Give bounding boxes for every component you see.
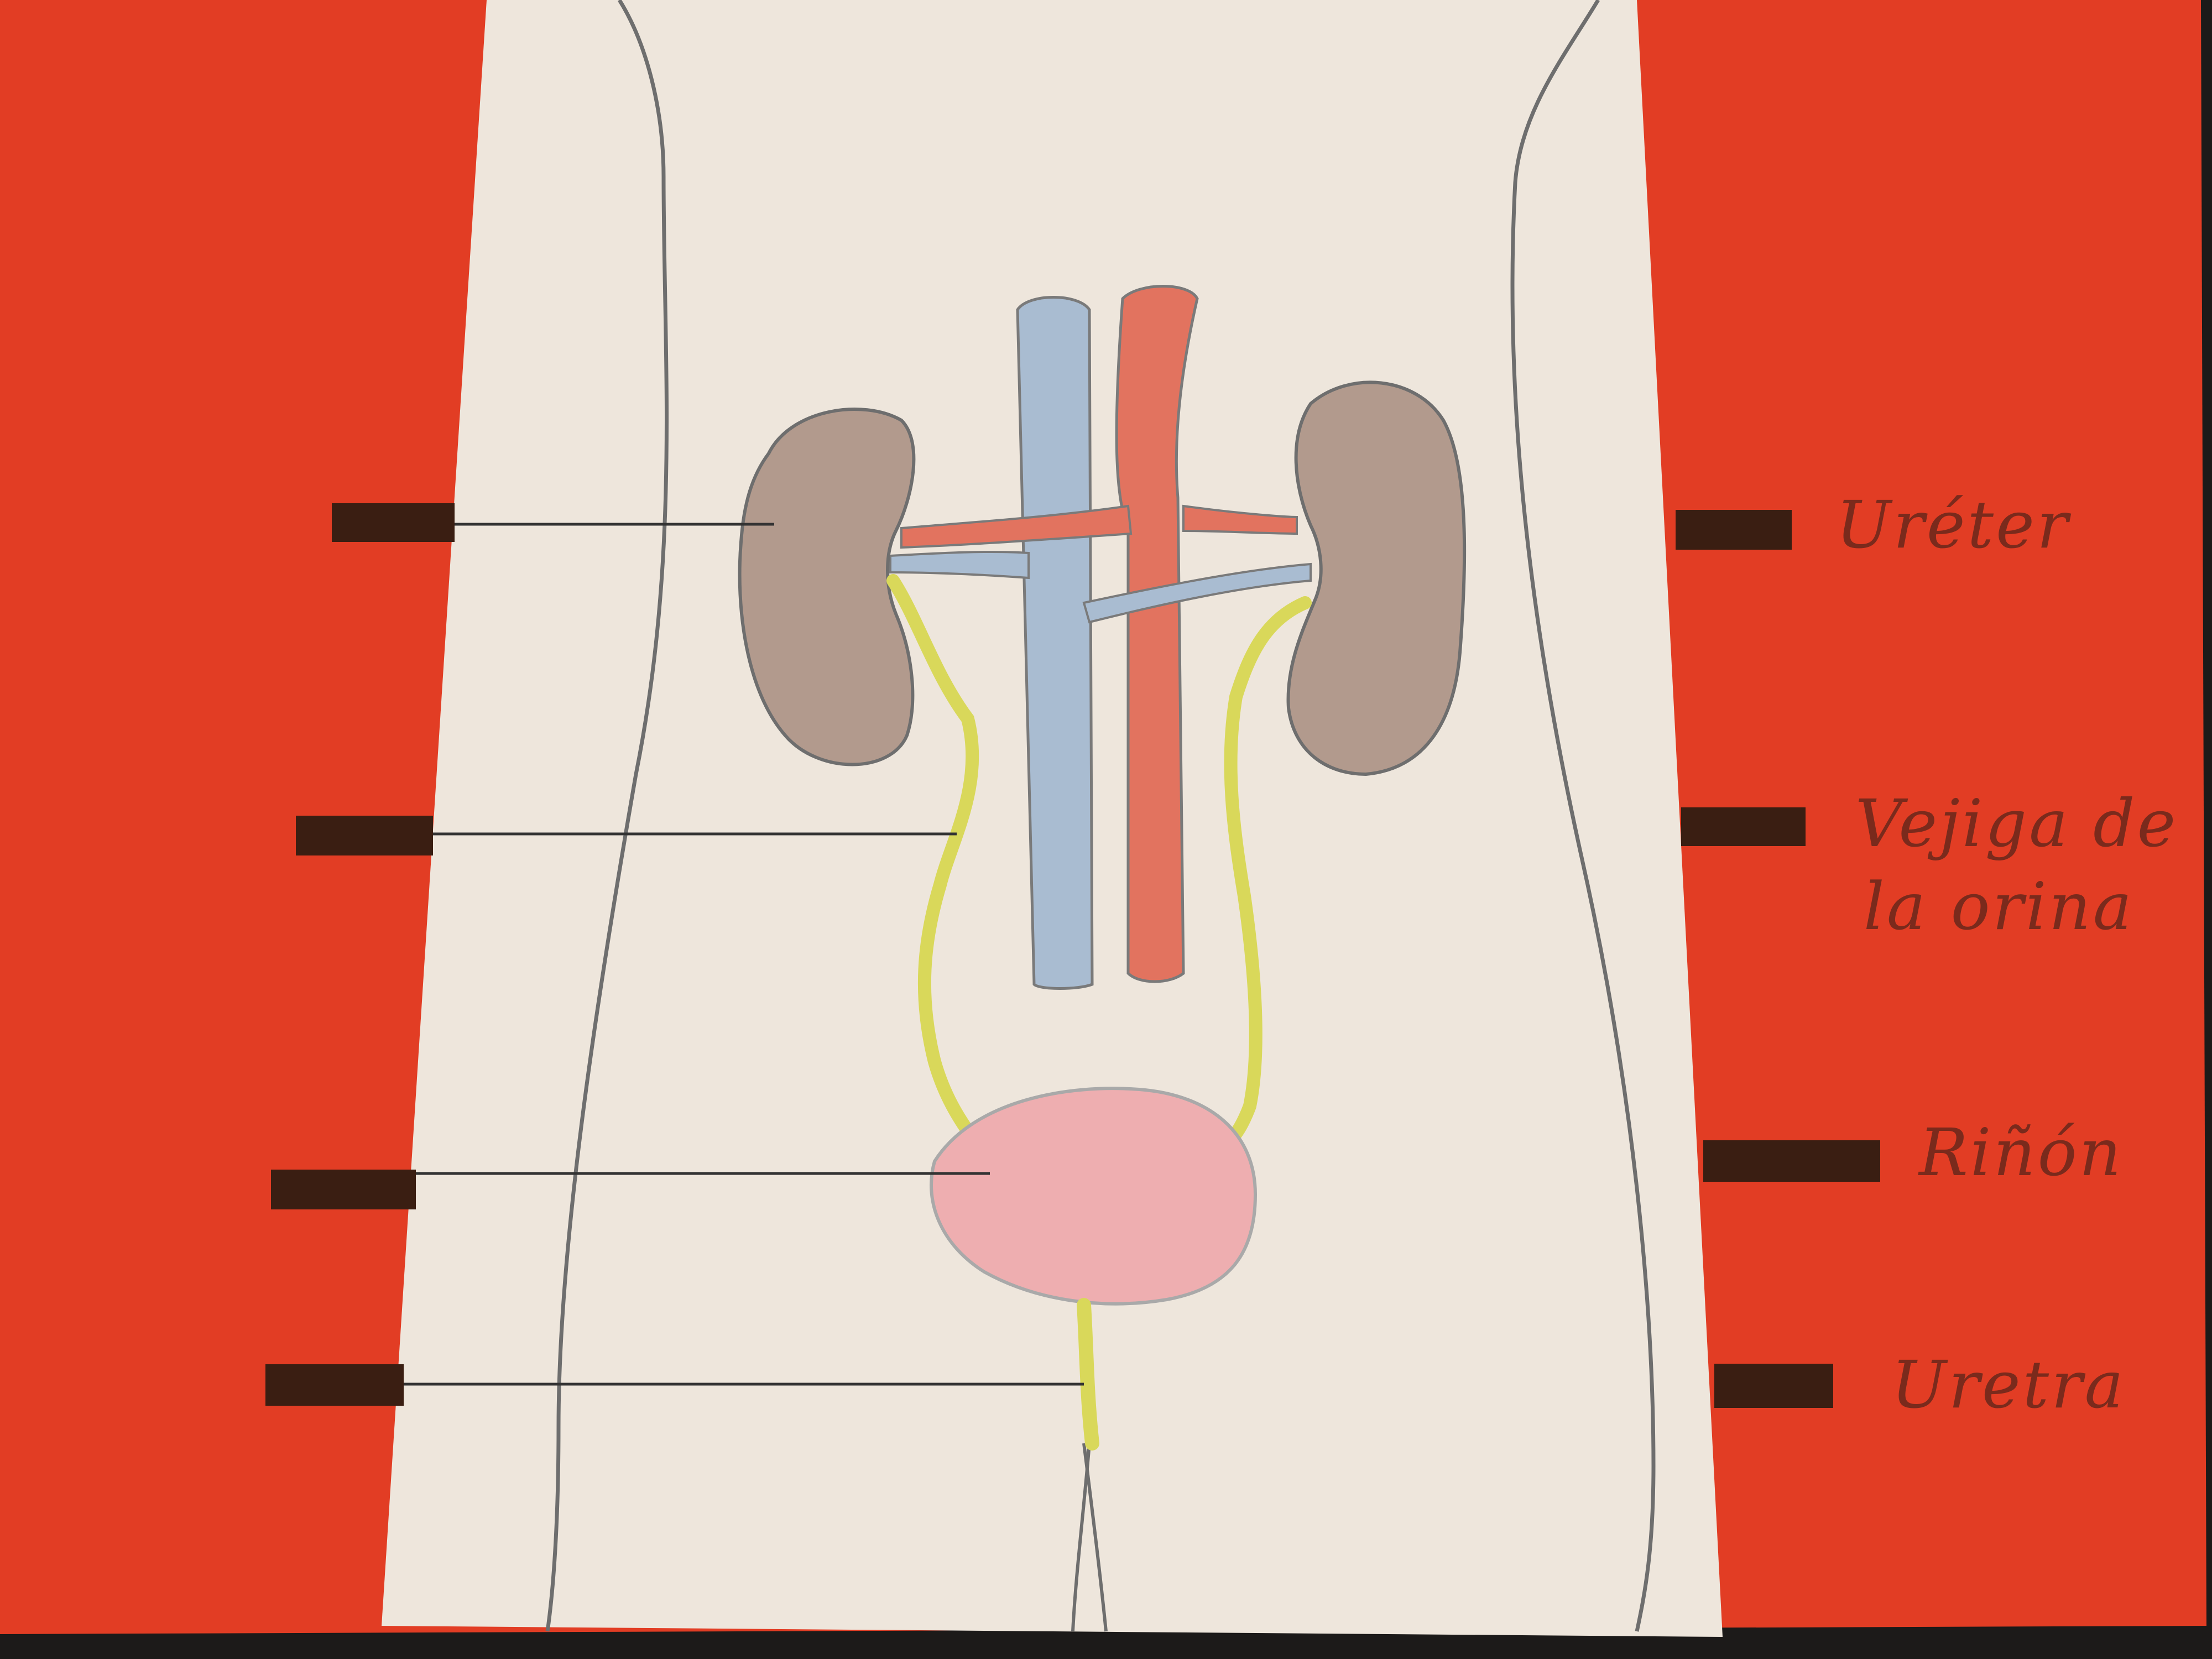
label-ureter: Uréter <box>1836 487 2072 563</box>
renal-artery-left <box>900 504 1133 549</box>
answer-tape-left-3[interactable] <box>271 1170 416 1209</box>
body-outline-left <box>545 0 669 1632</box>
body-outline-right <box>1510 0 1656 1632</box>
label-tape-right-2 <box>1681 807 1806 846</box>
bladder <box>930 1087 1258 1306</box>
renal-artery-right <box>1182 504 1298 535</box>
label-urethra: Uretra <box>1891 1347 2126 1423</box>
answer-tape-left-2[interactable] <box>296 816 433 855</box>
label-tape-right-4 <box>1714 1364 1833 1408</box>
label-tape-right-3 <box>1703 1140 1880 1182</box>
kidney-right <box>1286 380 1467 776</box>
aorta <box>1115 285 1199 983</box>
answer-tape-left-4[interactable] <box>265 1364 404 1406</box>
renal-vein-left <box>889 550 1030 580</box>
leg-outline-right <box>1082 1443 1108 1632</box>
answer-tape-left-1[interactable] <box>332 503 455 542</box>
label-kidney: Riñón <box>1918 1114 2124 1191</box>
label-bladder-line-2: la orina <box>1864 868 2134 945</box>
label-bladder-line-1: Vejiga de <box>1855 785 2178 862</box>
kidney-left <box>738 408 916 766</box>
label-tape-right-1 <box>1676 510 1792 550</box>
ureter-right <box>1218 596 1312 1151</box>
ureter-left <box>886 574 980 1146</box>
renal-vein-right <box>1082 562 1312 624</box>
urethra <box>1077 1298 1099 1451</box>
vena-cava <box>1016 296 1094 990</box>
